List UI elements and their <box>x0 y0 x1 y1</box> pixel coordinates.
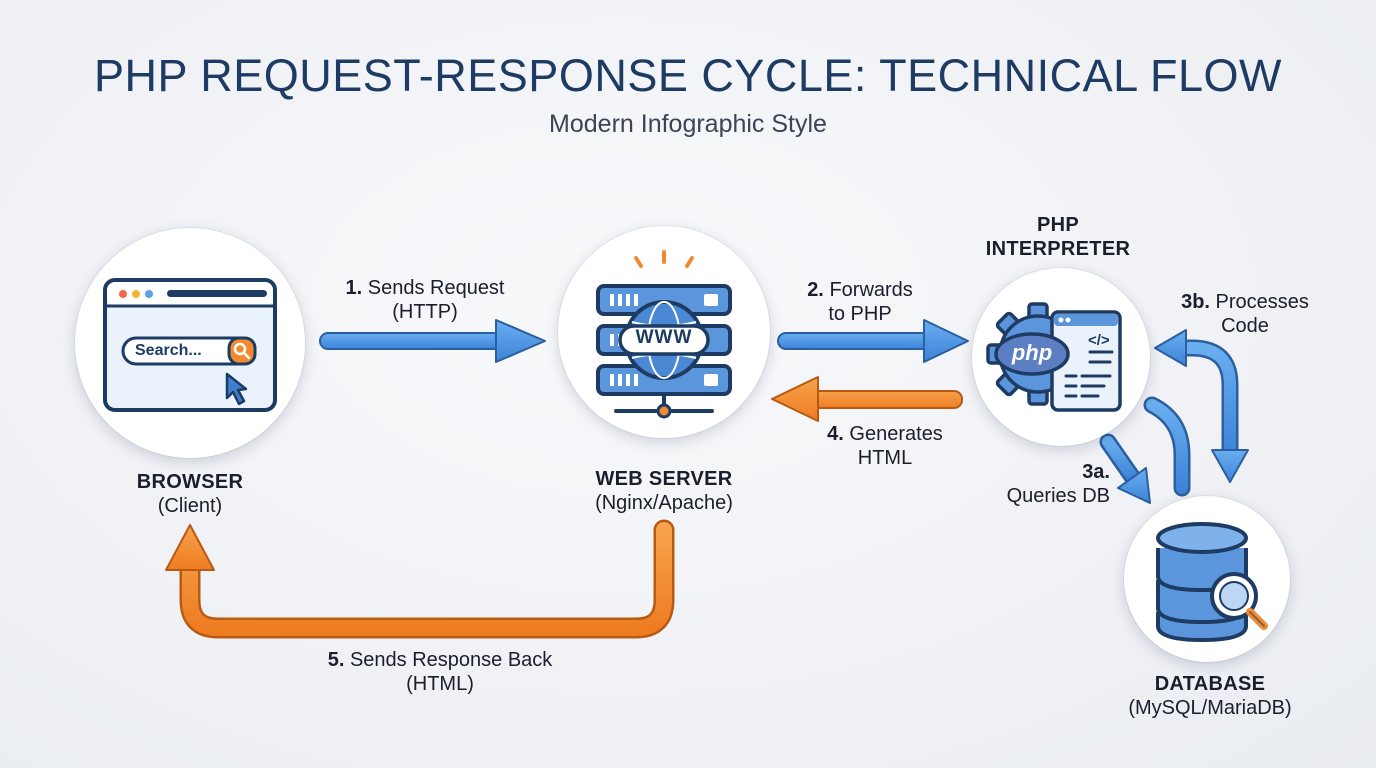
web-server-name: WEB SERVER <box>595 468 733 490</box>
arrow-step-1 <box>319 319 546 363</box>
php-interpreter-node: php </> <box>972 268 1150 446</box>
step-5-label: 5. Sends Response Back (HTML) <box>300 648 580 696</box>
browser-node: Search... <box>75 228 305 458</box>
step-4-subtext: HTML <box>857 447 913 469</box>
step-3a-number: 3a. <box>1082 461 1110 483</box>
database-name: DATABASE <box>1154 673 1266 695</box>
step-5-number: 5. <box>327 649 345 671</box>
database-label: DATABASE (MySQL/MariaDB) <box>1110 672 1310 720</box>
arrow-step-5 <box>165 519 675 639</box>
browser-label: BROWSER (Client) <box>90 470 290 518</box>
step-2-number: 2. <box>807 279 824 301</box>
step-3b-label: 3b. Processes Code <box>1150 290 1340 338</box>
web-server-sub: (Nginx/Apache) <box>595 492 733 514</box>
step-4-label: 4. Generates HTML <box>790 422 980 470</box>
step-3b-subtext: Code <box>1221 315 1269 337</box>
step-1-text: Sends Request <box>367 277 505 299</box>
web-server-label: WEB SERVER (Nginx/Apache) <box>564 467 764 515</box>
connector-curve <box>1143 396 1191 497</box>
step-3b-number: 3b. <box>1181 291 1210 313</box>
step-4-text: Generates <box>849 423 943 445</box>
arrow-step-3b <box>1154 329 1249 483</box>
php-name-line2: INTERPRETER <box>985 238 1131 260</box>
page-subtitle: Modern Infographic Style <box>549 110 827 138</box>
page-title: PHP REQUEST-RESPONSE CYCLE: TECHNICAL FL… <box>94 50 1282 101</box>
step-3a-label: 3a. Queries DB <box>990 460 1110 508</box>
step-5-text: Sends Response Back <box>349 649 553 671</box>
server-stack-icon <box>596 250 732 419</box>
database-search-icon <box>1156 522 1268 643</box>
browser-name: BROWSER <box>136 471 244 493</box>
step-4-number: 4. <box>827 423 844 445</box>
step-3a-text: Queries DB <box>1006 485 1110 507</box>
php-label: PHP INTERPRETER <box>958 213 1158 261</box>
step-5-subtext: (HTML) <box>406 673 474 695</box>
www-badge: WWW <box>635 327 693 348</box>
step-3b-text: Processes <box>1215 291 1309 313</box>
step-1-number: 1. <box>345 277 363 299</box>
arrow-step-3a <box>1099 433 1151 504</box>
code-tag-glyph: </> <box>1088 332 1110 349</box>
step-2-label: 2. Forwards to PHP <box>770 278 950 326</box>
step-2-subtext: to PHP <box>828 303 892 325</box>
php-name-line1: PHP <box>1036 214 1080 236</box>
php-logo-text: php <box>1011 340 1053 365</box>
web-server-node: WWW <box>558 226 770 438</box>
step-2-text: Forwards <box>829 279 913 301</box>
step-1-label: 1. Sends Request (HTTP) <box>320 276 530 324</box>
browser-window-icon <box>103 278 277 412</box>
database-node <box>1124 496 1290 662</box>
php-gear-code-icon <box>986 302 1122 412</box>
arrow-step-4 <box>771 376 963 422</box>
step-1-subtext: (HTTP) <box>392 301 458 323</box>
search-box-text: Search... <box>135 342 202 359</box>
database-sub: (MySQL/MariaDB) <box>1128 697 1292 719</box>
arrow-step-2 <box>777 319 969 363</box>
browser-sub: (Client) <box>157 495 223 517</box>
